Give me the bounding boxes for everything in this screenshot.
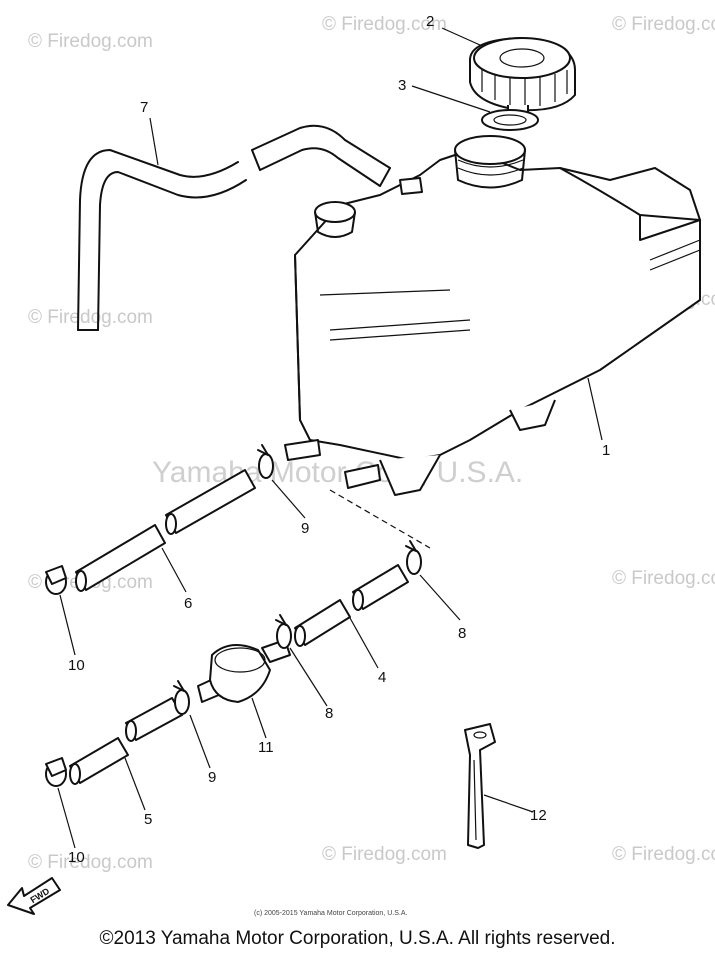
watermark-text: © Firedog.com <box>28 31 153 52</box>
leader-lines <box>57 27 603 849</box>
label-part-9: 9 <box>208 769 216 786</box>
label-part-6: 6 <box>184 595 192 612</box>
label-part-4: 4 <box>378 669 386 686</box>
watermark-text: © Firedog.com <box>28 852 153 873</box>
label-part-10: 10 <box>68 657 85 674</box>
label-part-3: 3 <box>398 77 406 94</box>
watermark-text: © Firedog.com <box>28 307 153 328</box>
watermark-text: © Firedog.com <box>322 14 447 35</box>
watermark-text: © Firedog.com <box>612 844 715 865</box>
fuel-filter-part-11 <box>197 639 291 703</box>
watermark-center: Yamaha Motor Corp, U.S.A. <box>152 456 523 489</box>
label-part-10: 10 <box>68 849 85 866</box>
small-copyright: (c) 2005-2015 Yamaha Motor Corporation, … <box>254 910 407 917</box>
watermark-text: © Firedog.com <box>612 14 715 35</box>
clamps <box>173 444 422 715</box>
fuel-hose-part-6 <box>75 469 256 592</box>
fuel-tank-part-1 <box>284 135 701 496</box>
label-part-9: 9 <box>301 520 309 537</box>
label-part-12: 12 <box>530 807 547 824</box>
label-part-2: 2 <box>426 13 434 30</box>
strap-part-12 <box>464 723 496 849</box>
watermark-text: © Firedog.com <box>322 844 447 865</box>
label-part-7: 7 <box>140 99 148 116</box>
forward-arrow-icon: FWD <box>7 877 61 915</box>
label-part-11: 11 <box>258 739 274 756</box>
label-part-5: 5 <box>144 811 152 828</box>
part-labels: 1 2 3 4 5 6 7 8 8 9 9 10 10 11 12 <box>68 13 610 866</box>
label-part-1: 1 <box>602 442 610 459</box>
label-part-8: 8 <box>325 705 333 722</box>
filler-cap-part-2 <box>469 37 576 121</box>
label-part-8: 8 <box>458 625 466 642</box>
gasket-part-3 <box>481 109 539 131</box>
watermark-text: © Firedog.com <box>612 568 715 589</box>
fuel-hose-part-4 <box>294 564 409 647</box>
vent-hose-part-7 <box>77 124 391 331</box>
spring-clamps <box>45 565 67 787</box>
copyright-notice: ©2013 Yamaha Motor Corporation, U.S.A. A… <box>99 928 616 949</box>
fuel-hose-part-5 <box>69 697 183 785</box>
